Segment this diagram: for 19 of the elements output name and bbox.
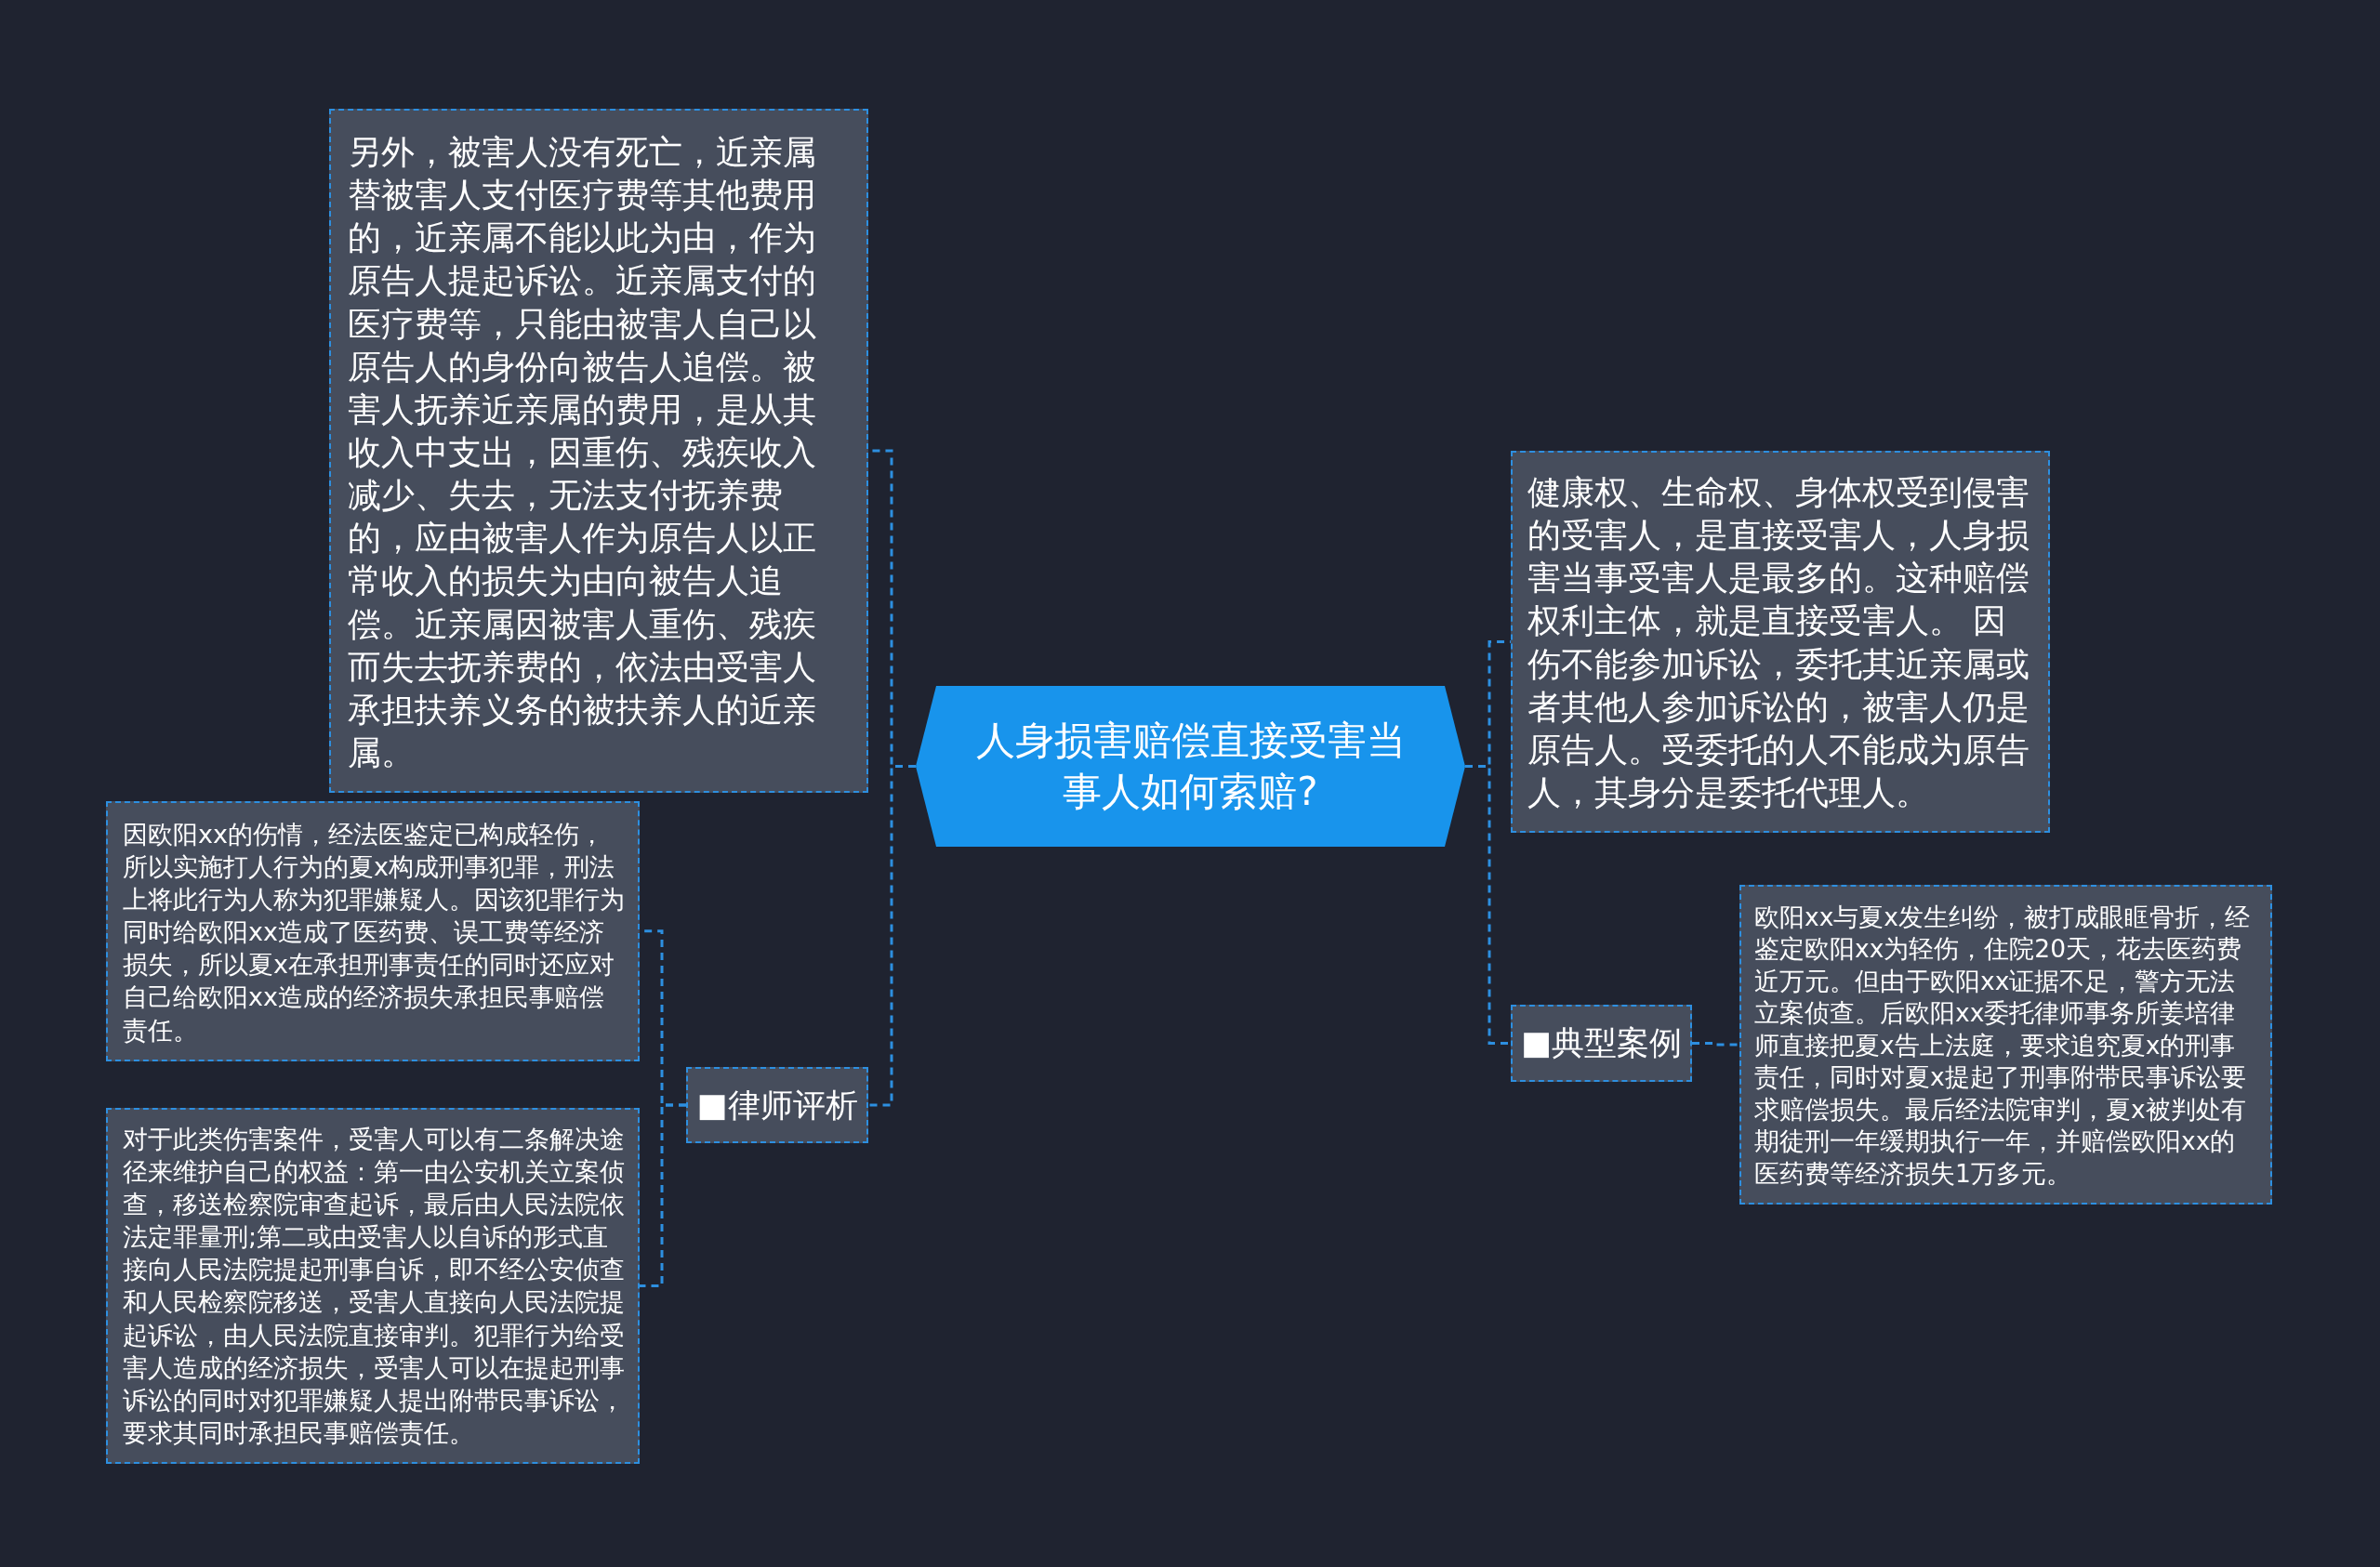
connector-line — [1692, 1042, 1739, 1047]
connector-line — [1465, 765, 1511, 1045]
topic-label: ■典型案例 — [1520, 1023, 1683, 1063]
paragraph: 对于此类伤害案件，受害人可以有二条解决途径来维护自己的权益：第一由公安机关立案侦查，移送检察院审查起诉，最后由人民法院依法定罪量刑;第二或由受害人以自诉的形式直接向人民法院提起刑事自诉，即不经公安侦查和人民检察院移送，受害人直接向人民法院提起诉讼，由人民法院直接审判。犯罪行为给受害人造成的经济损失，受害人可以在提起刑事诉讼的同时对犯罪嫌疑人提出附带民事诉讼，要求其同时承担民事赔偿责任。 — [123, 1124, 626, 1449]
connector-line — [868, 765, 916, 1107]
topic-label: ■律师评析 — [696, 1085, 858, 1126]
text-card — [1511, 451, 2050, 834]
text-card — [329, 109, 868, 794]
paragraph: 欧阳xx与夏x发生纠纷，被打成眼眶骨折，经鉴定欧阳xx为轻伤，住院20天，花去医药费近万元。但由于欧阳xx证据不足，警方无法立案侦查。后欧阳xx委托律师事务所姜培律师直接把夏x告上法庭，要求追究夏x的刑事责任，同时对夏x提起了刑事附带民事诉讼要求赔偿损失。最后经法院审判，夏x被判处有期徒刑一年缓期执行一年，并赔偿欧阳xx的医药费等经济损失1万多元。 — [1754, 902, 2252, 1190]
paragraph: 另外，被害人没有死亡，近亲属替被害人支付医疗费等其他费用的，近亲属不能以此为由，作为原告人提起诉讼。近亲属支付的医疗费等，只能由被害人自己以原告人的身份向被告人追偿。被害人抚养近亲属的费用，是从其收入中支出，因重伤、残疾收入减少、失去，无法支付抚养费的，应由被害人作为原告人以正常收入的损失为由向被告人追偿。近亲属因被害人重伤、残疾而失去抚养费的，依法由受害人承担扶养义务的被扶养人的近亲属。 — [348, 132, 817, 773]
text-card — [1739, 885, 2272, 1205]
paragraph: 因欧阳xx的伤情，经法医鉴定已构成轻伤，所以实施打人行为的夏x构成刑事犯罪，刑法上将此行为人称为犯罪嫌疑人。因该犯罪行为同时给欧阳xx造成了医药费、误工费等经济损失，所以夏x在承担刑事责任的同时还应对自己给欧阳xx造成的经济损失承担民事赔偿责任。 — [123, 819, 625, 1047]
connector-line — [640, 1103, 686, 1287]
topic-box — [1511, 1005, 1692, 1082]
topic-box — [686, 1067, 868, 1143]
text-card — [106, 801, 640, 1061]
paragraph: 健康权、生命权、身体权受到侵害的受害人，是直接受害人，人身损害当事受害人是最多的。这种赔偿权利主体，就是直接受害人。 因伤不能参加诉讼，委托其近亲属或者其他人参加诉讼的，被害人仍是原告人。受委托的人不能成为原告人，其身分是委托代理人。 — [1527, 472, 2030, 813]
central-topic — [916, 686, 1465, 847]
topic-title: 人身损害赔偿直接受害当事人如何索赔? — [974, 716, 1407, 816]
